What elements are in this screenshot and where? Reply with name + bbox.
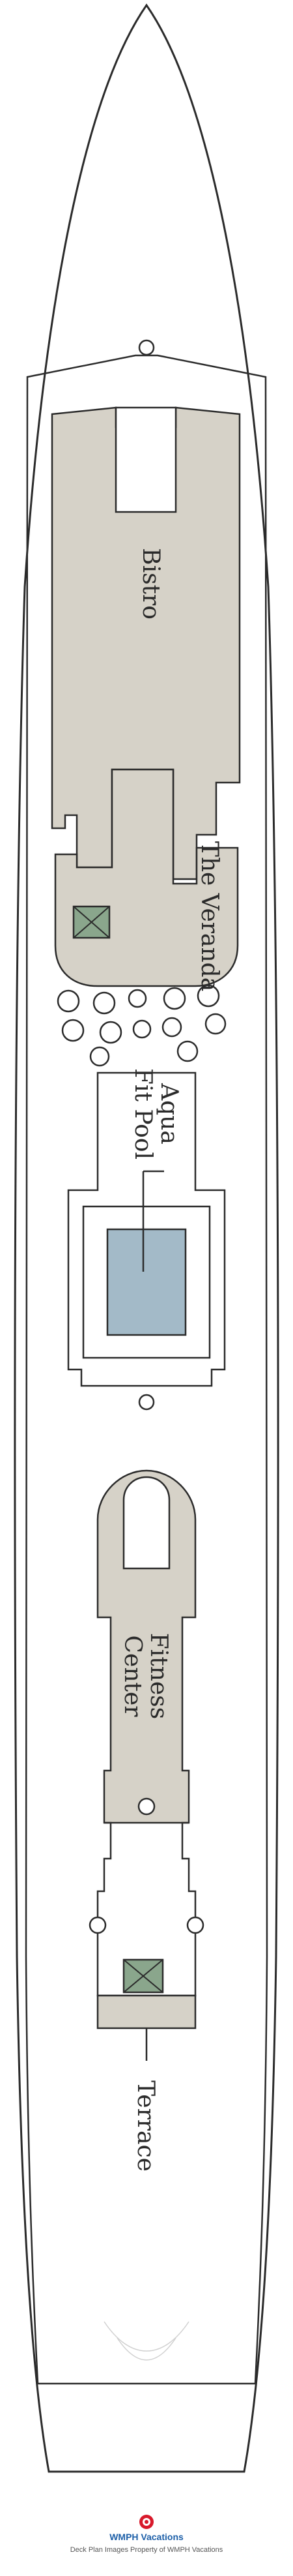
image-credit: Deck Plan Images Property of WMPH Vacati… — [70, 2546, 223, 2554]
deck-outline — [25, 354, 268, 2385]
deck-circle — [138, 1394, 155, 1411]
deck-circle — [204, 1013, 227, 1035]
deck-circle — [128, 989, 147, 1008]
deck-circle — [61, 1019, 85, 1042]
footer: WMPH Vacations Deck Plan Images Property… — [0, 2511, 293, 2576]
veranda-label: The Veranda — [196, 841, 223, 991]
deck-circle — [89, 1046, 110, 1067]
deck-circle — [99, 1021, 122, 1044]
fitness-label: FitnessCenter — [119, 1633, 172, 1719]
deck-circle — [186, 1916, 204, 1934]
brand-logo-icon — [139, 2515, 154, 2529]
brand-name[interactable]: WMPH Vacations — [109, 2532, 184, 2542]
fitness-area — [96, 1469, 197, 1824]
terrace-label: Terrace — [132, 2080, 159, 2172]
deck-circle — [92, 991, 116, 1015]
bistro-service-core — [115, 406, 177, 513]
deck-circle — [137, 1797, 156, 1816]
deck-circle — [176, 1040, 199, 1062]
deck-circle — [161, 1017, 182, 1038]
aft-wake-lines — [104, 2321, 189, 2361]
fitness-core — [122, 1476, 171, 1570]
bow-ring — [138, 339, 155, 356]
deck-circle — [132, 1019, 152, 1039]
pool-water — [106, 1228, 187, 1336]
bistro-label: Bistro — [137, 548, 164, 620]
elevator-icon — [122, 1958, 164, 1994]
deck-circle — [197, 984, 220, 1008]
aqua-pool-label: AquaFit Pool — [130, 1068, 182, 1160]
terrace-band — [96, 1994, 197, 2029]
deck-circle — [163, 987, 186, 1010]
deck-circles — [57, 984, 227, 1067]
deck-circle — [57, 989, 80, 1013]
elevator-icon — [72, 905, 111, 939]
deck-circle — [89, 1916, 107, 1934]
